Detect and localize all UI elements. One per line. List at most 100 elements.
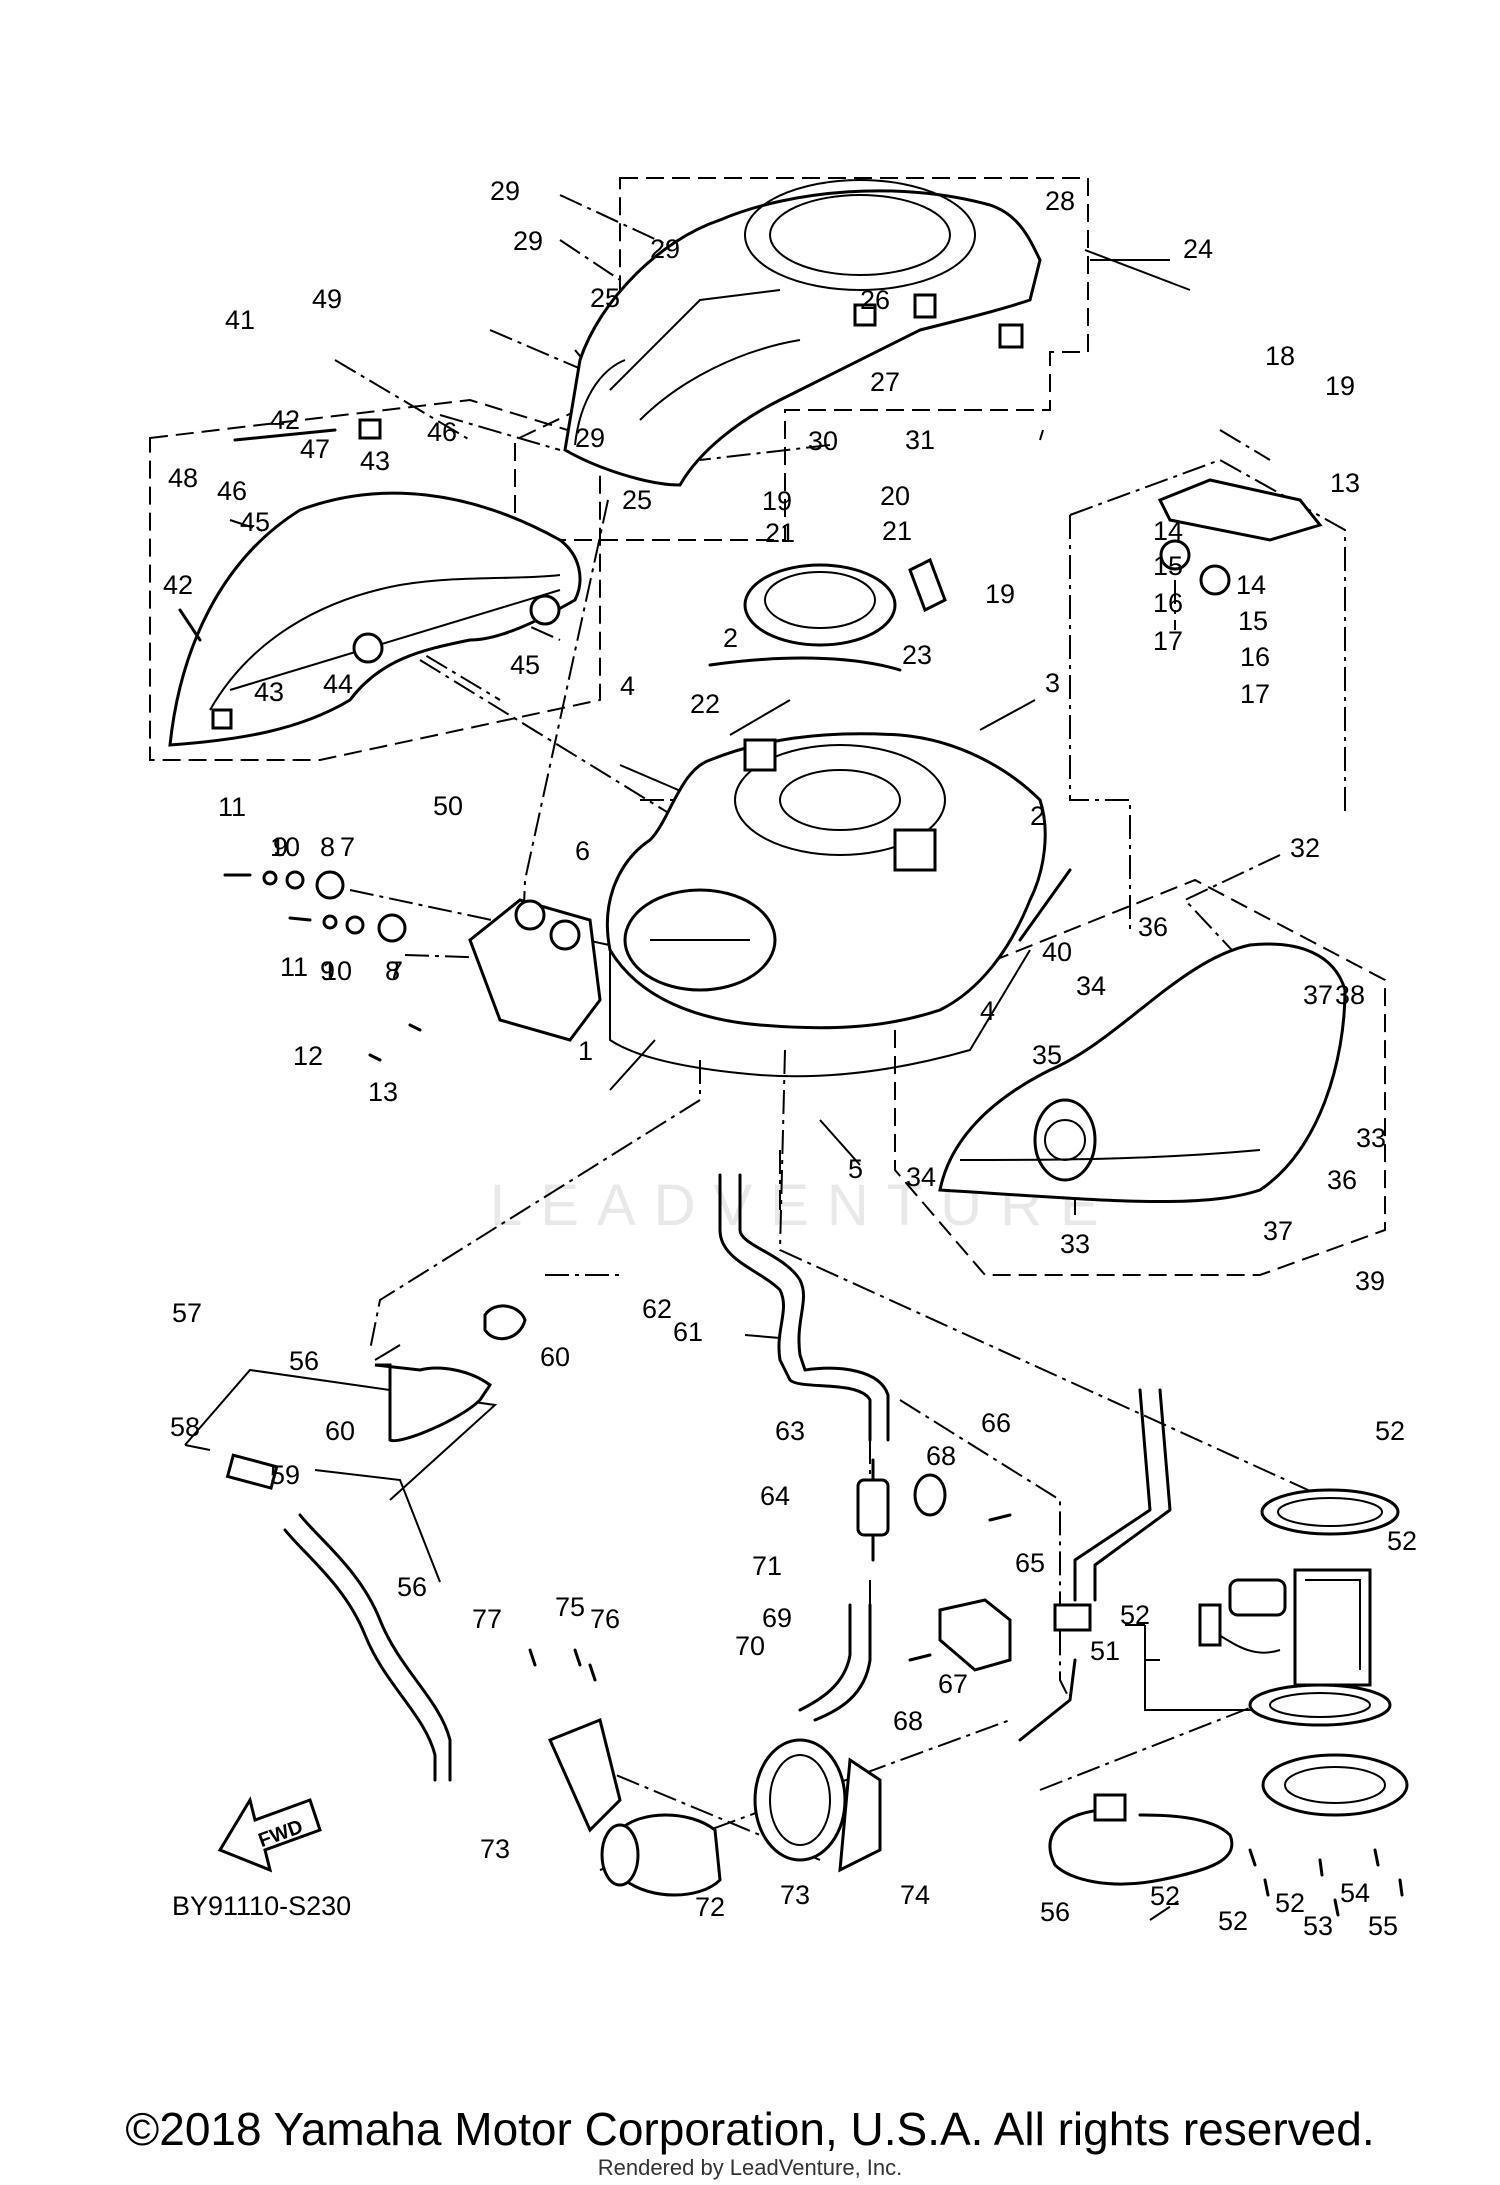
callout-56: 56 (289, 1346, 319, 1376)
callout-15: 15 (1238, 606, 1268, 636)
overflow-hoses (225, 1304, 527, 1782)
canister-assembly (547, 1717, 882, 1897)
callout-13: 13 (1330, 468, 1360, 498)
clamp-and-brackets (913, 1473, 1092, 1672)
callout-11: 11 (280, 952, 308, 982)
callout-60: 60 (540, 1342, 570, 1372)
callout-68: 68 (926, 1441, 956, 1471)
callout-17: 17 (1240, 679, 1270, 709)
side-cover (168, 418, 582, 747)
callout-31: 31 (905, 425, 935, 455)
retainer-ring (1260, 1488, 1400, 1536)
callout-32: 32 (1290, 833, 1320, 863)
callout-49: 49 (312, 284, 342, 314)
callout-6: 6 (575, 836, 590, 866)
seat (938, 942, 1347, 1204)
callout-29: 29 (650, 234, 680, 264)
callout-10: 10 (270, 832, 300, 862)
callout-33: 33 (1060, 1229, 1090, 1259)
callout-7: 7 (388, 956, 403, 986)
callout-21: 21 (882, 516, 912, 546)
callout-70: 70 (735, 1631, 765, 1661)
callout-51: 51 (1090, 1636, 1120, 1666)
callout-16: 16 (1240, 642, 1270, 672)
callout-37: 37 (1263, 1216, 1293, 1246)
callout-61: 61 (673, 1317, 703, 1347)
callout-45: 45 (510, 650, 540, 680)
callout-9: 9 (320, 956, 335, 986)
callout-2: 2 (723, 623, 738, 653)
return-hose (1018, 1388, 1172, 1742)
callout-75: 75 (555, 1592, 585, 1622)
callout-30: 30 (808, 426, 838, 456)
callout-11: 11 (218, 792, 246, 822)
bolts (528, 1513, 1404, 1917)
callout-35: 35 (1032, 1040, 1062, 1070)
callout-12: 12 (293, 1041, 323, 1071)
callout-19: 19 (985, 579, 1015, 609)
callout-62: 62 (642, 1294, 672, 1324)
callout-23: 23 (902, 640, 932, 670)
callout-37: 37 (1303, 980, 1333, 1010)
callout-13: 13 (368, 1077, 398, 1107)
callout-38: 38 (1335, 980, 1365, 1010)
callout-52: 52 (1150, 1881, 1180, 1911)
callout-40: 40 (1042, 937, 1072, 967)
callout-52: 52 (1387, 1526, 1417, 1556)
callout-4: 4 (620, 671, 635, 701)
callout-53: 53 (1303, 1911, 1333, 1941)
callout-54: 54 (1340, 1878, 1370, 1908)
callout-3: 3 (1045, 668, 1060, 698)
callout-36: 36 (1138, 912, 1168, 942)
callout-27: 27 (870, 367, 900, 397)
callout-74: 74 (900, 1880, 930, 1910)
tank-bracket (468, 898, 602, 1042)
callout-21: 21 (765, 518, 795, 548)
callout-72: 72 (695, 1892, 725, 1922)
fuel-pump-assembly (1198, 1568, 1392, 1727)
callout-29: 29 (575, 423, 605, 453)
callout-5: 5 (848, 1154, 863, 1184)
callout-25: 25 (590, 283, 620, 313)
callout-18: 18 (1265, 341, 1295, 371)
callout-50: 50 (433, 791, 463, 821)
callout-4: 4 (980, 996, 995, 1026)
callout-numbers: 1223445677889910101111121313141415151616… (163, 176, 1417, 1941)
callout-19: 19 (762, 486, 792, 516)
callout-58: 58 (170, 1412, 200, 1442)
fuel-filter (856, 1458, 890, 1562)
mount-hardware (223, 870, 422, 1062)
callout-52: 52 (1275, 1888, 1305, 1918)
callout-46: 46 (427, 417, 457, 447)
callout-56: 56 (397, 1572, 427, 1602)
callout-25: 25 (622, 485, 652, 515)
callout-2: 2 (1030, 801, 1045, 831)
callout-9: 9 (273, 832, 288, 862)
callout-45: 45 (240, 507, 270, 537)
callout-47: 47 (300, 434, 330, 464)
callout-14: 14 (1153, 516, 1183, 546)
callout-10: 10 (322, 956, 352, 986)
callout-42: 42 (163, 570, 193, 600)
top-bracket (1157, 478, 1323, 596)
callout-36: 36 (1327, 1165, 1357, 1195)
callout-34: 34 (1076, 971, 1106, 1001)
callout-8: 8 (385, 956, 400, 986)
callout-43: 43 (254, 677, 284, 707)
callout-46: 46 (217, 476, 247, 506)
callout-57: 57 (172, 1298, 202, 1328)
pump-plate (1261, 1753, 1409, 1817)
small-hose (798, 1603, 872, 1722)
callout-15: 15 (1153, 551, 1183, 581)
callout-41: 41 (225, 305, 255, 335)
fwd-arrow-icon: FWD (217, 1796, 322, 1873)
callout-66: 66 (981, 1408, 1011, 1438)
callout-20: 20 (880, 481, 910, 511)
diagram-code: BY91110-S230 (172, 1891, 351, 1921)
callout-42: 42 (270, 405, 300, 435)
callout-44: 44 (323, 669, 353, 699)
callout-69: 69 (762, 1603, 792, 1633)
callout-63: 63 (775, 1416, 805, 1446)
callout-48: 48 (168, 463, 198, 493)
callout-17: 17 (1153, 626, 1183, 656)
